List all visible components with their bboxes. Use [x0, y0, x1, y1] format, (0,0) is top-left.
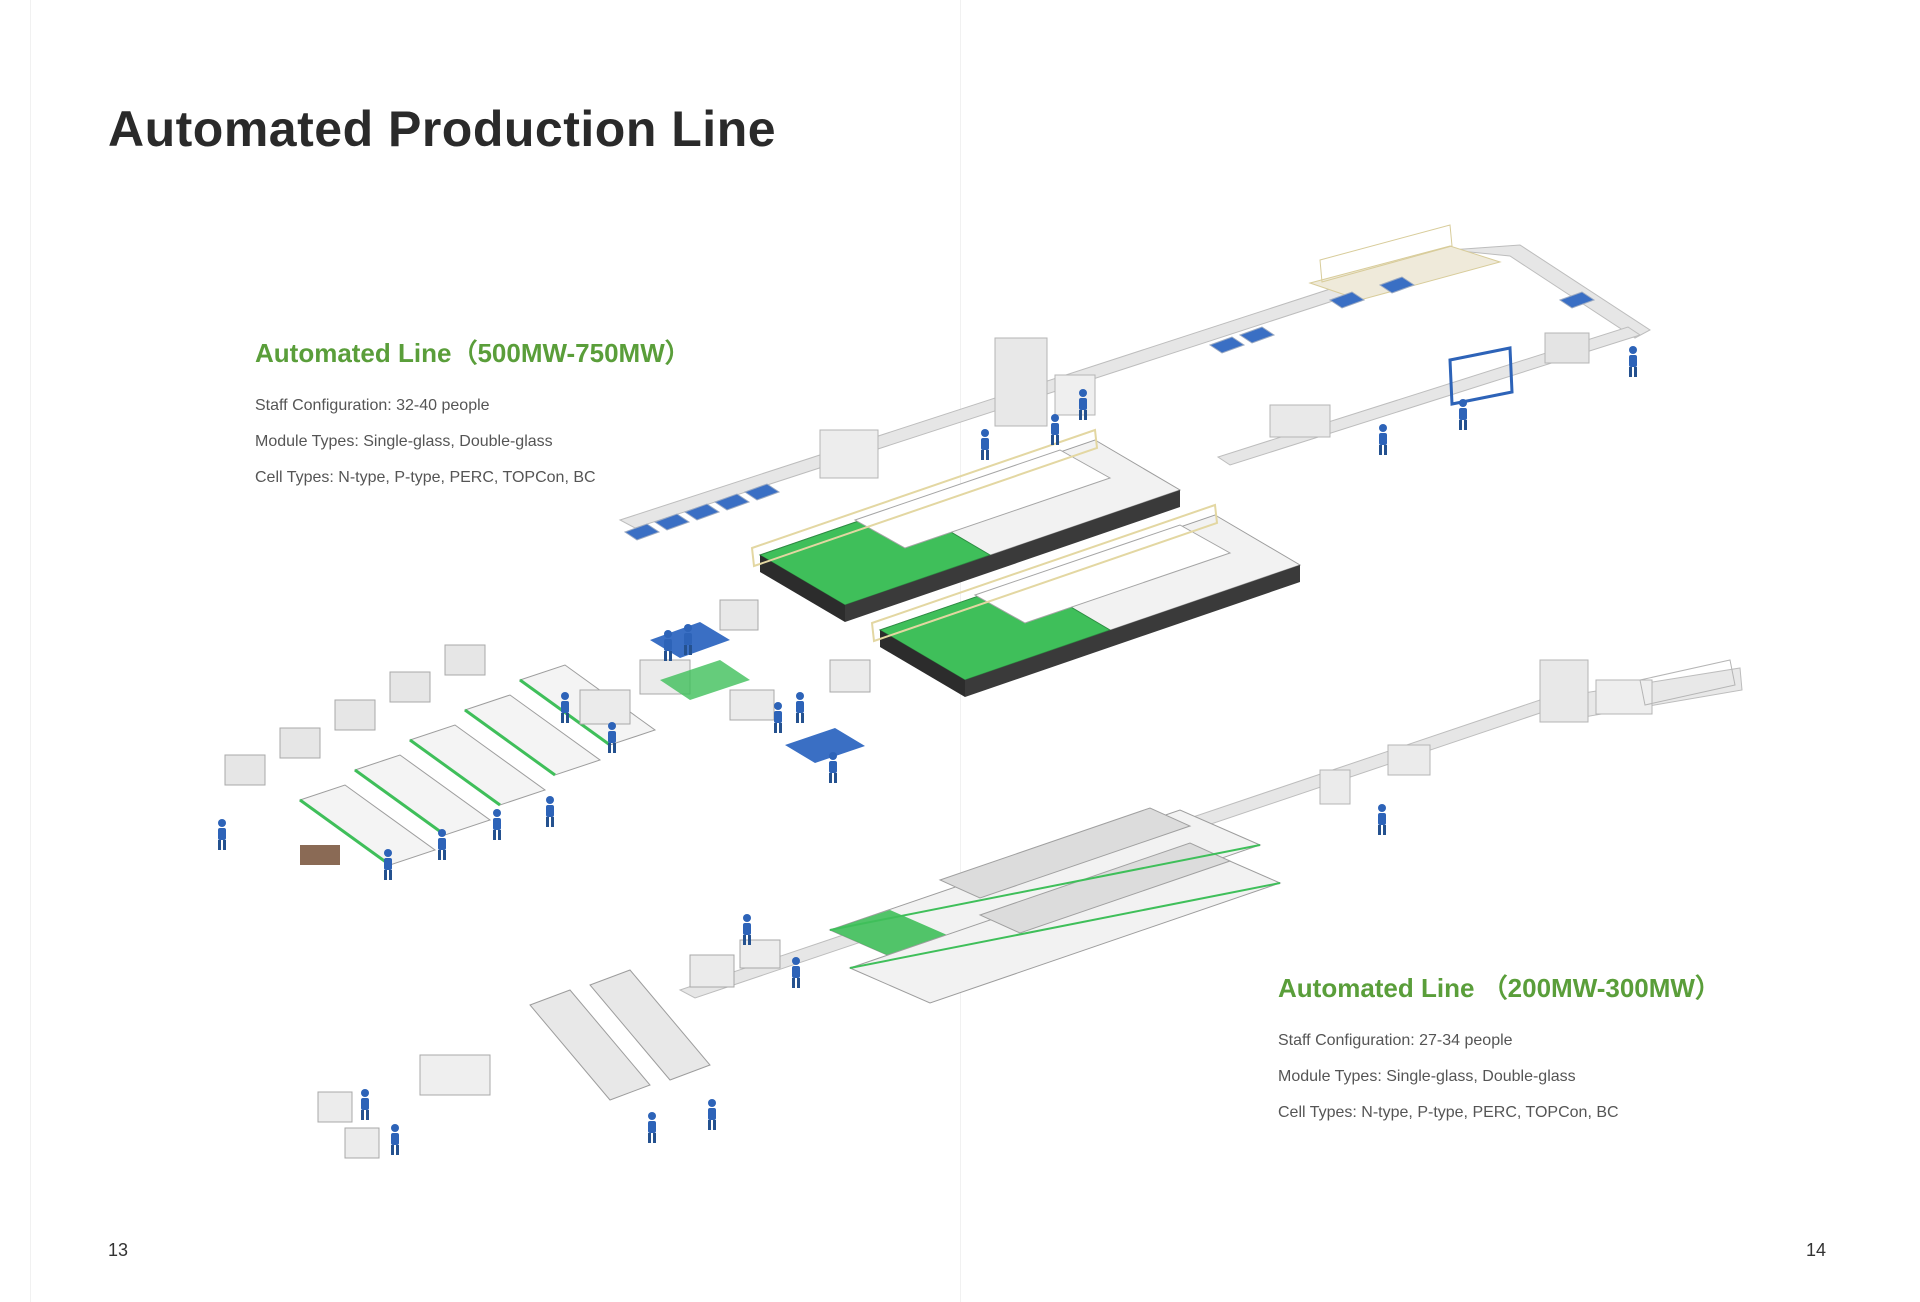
line-b-lower-machines: [317, 939, 781, 1159]
line-b-workers: [361, 804, 1386, 1155]
line-b-heading: Automated Line （200MW-300MW）: [1278, 973, 1721, 1003]
line-a-staff: Staff Configuration: 32-40 people: [255, 397, 490, 414]
line-b-cells: Cell Types: N-type, P-type, PERC, TOPCon…: [1278, 1104, 1619, 1121]
line-a-modules: Module Types: Single-glass, Double-glass: [255, 433, 553, 450]
line-a-upper-machines: [819, 224, 1590, 479]
page-number-right: 14: [1806, 1240, 1827, 1260]
line-b-modules: Module Types: Single-glass, Double-glass: [1278, 1068, 1576, 1085]
page-number-left: 13: [108, 1240, 129, 1260]
page-title: Automated Production Line: [108, 101, 777, 157]
line-b-illustration: [317, 659, 1743, 1159]
line-b-staff: Staff Configuration: 27-34 people: [1278, 1032, 1513, 1049]
page-fold-left: [30, 0, 31, 1302]
line-a-illustration: [218, 224, 1651, 880]
line-a-stringers: [224, 644, 657, 867]
line-b-laminators: [828, 807, 1282, 1004]
line-b-specs: Automated Line （200MW-300MW） Staff Confi…: [1278, 968, 1721, 1139]
line-a-cells: Cell Types: N-type, P-type, PERC, TOPCon…: [255, 469, 596, 486]
line-a-heading: Automated Line（500MW-750MW）: [255, 338, 691, 368]
line-a-specs: Automated Line（500MW-750MW） Staff Config…: [255, 333, 691, 504]
line-a-laminators: [750, 428, 1302, 697]
line-b-upper-machines: [1319, 659, 1736, 805]
